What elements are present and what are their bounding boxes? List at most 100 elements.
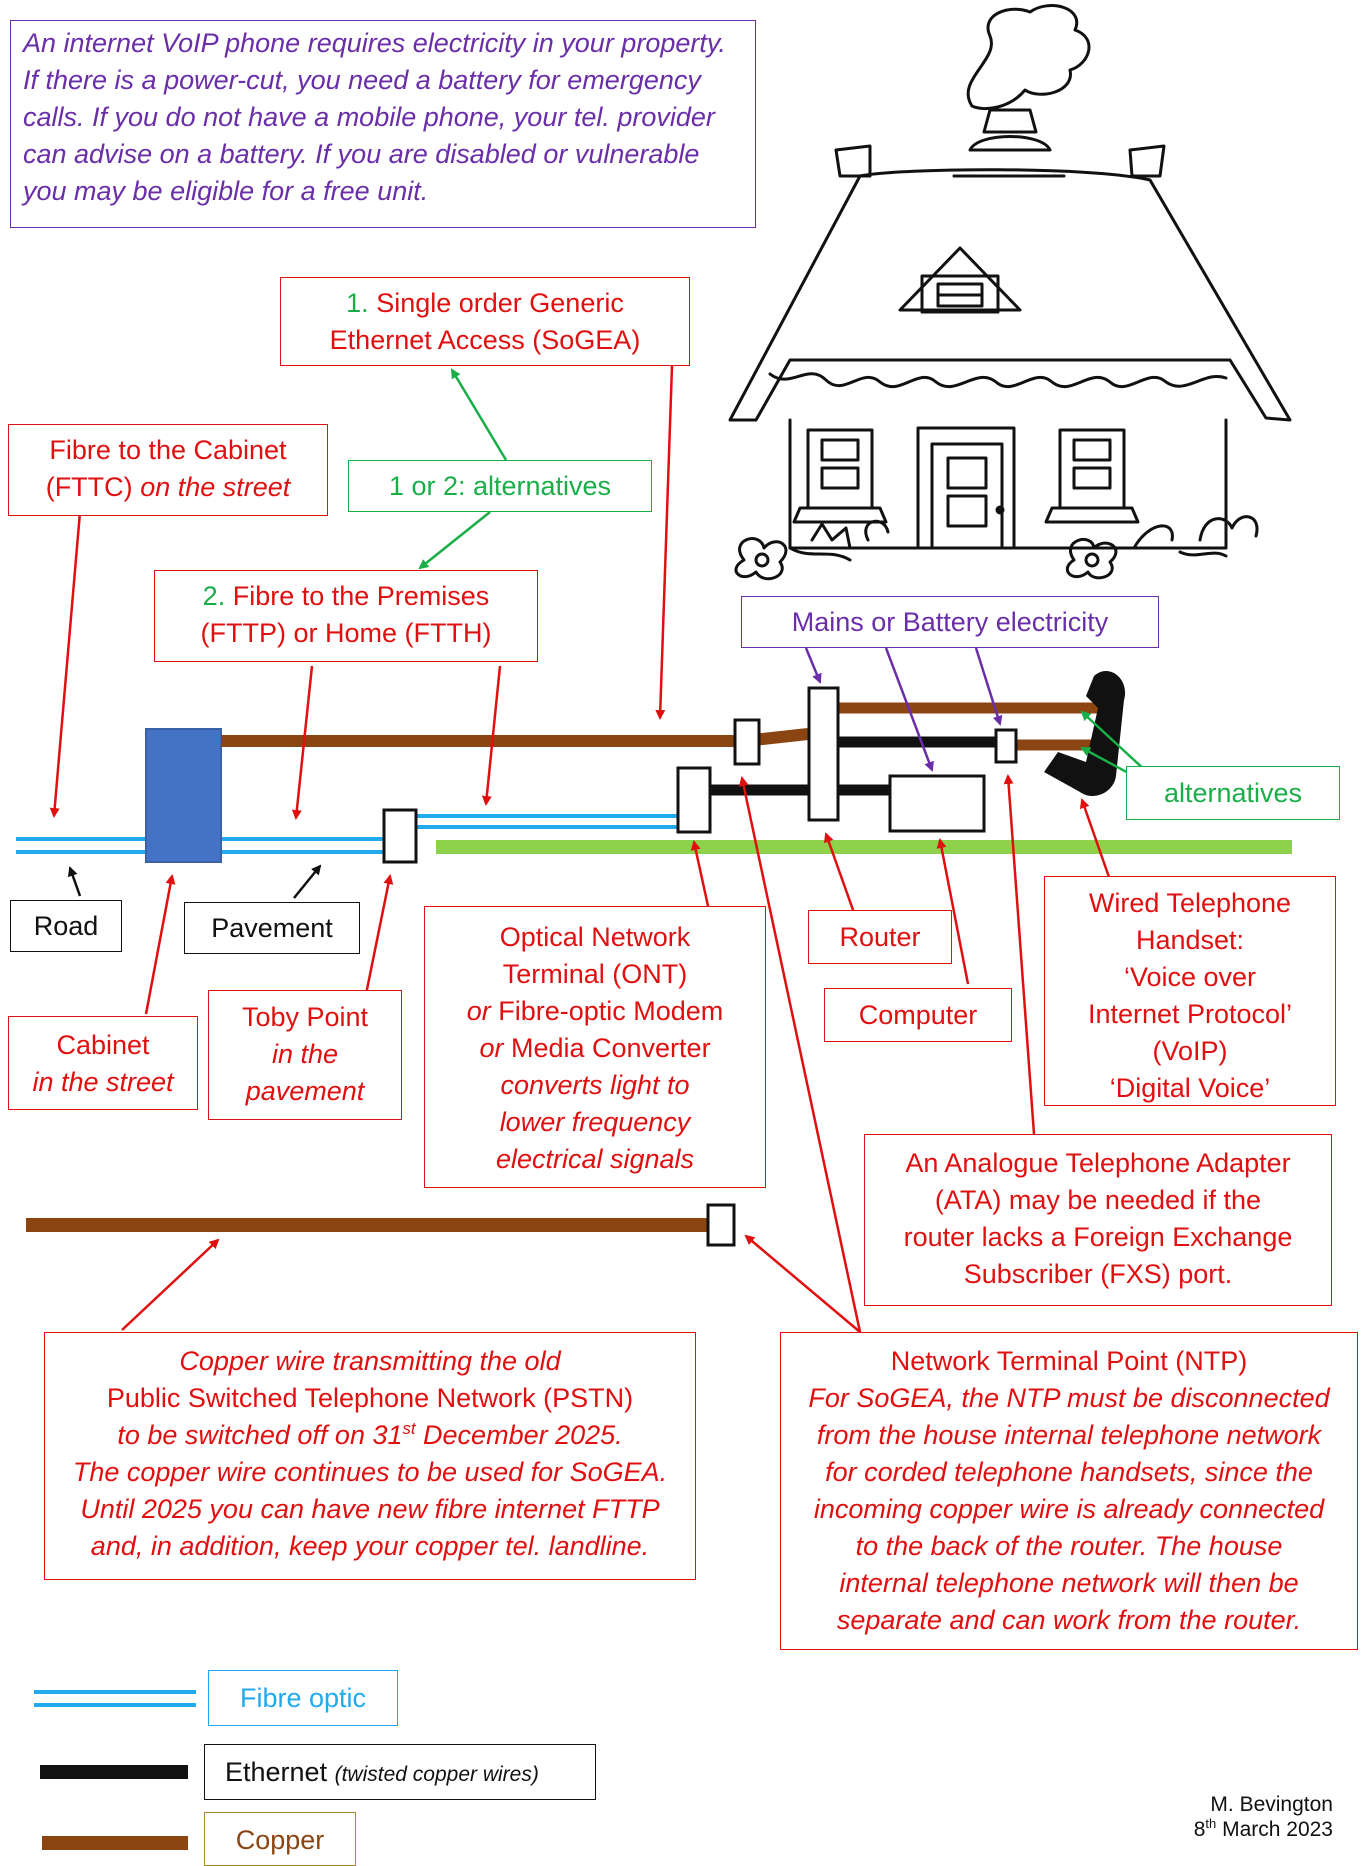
phone-alternatives-label: alternatives (1126, 766, 1340, 820)
arrow-ntp-old (744, 1234, 861, 1333)
ethernet-cables (710, 736, 996, 796)
arrow-fttp-right (481, 665, 502, 806)
road-text: Road (33, 911, 99, 941)
arrow-router (823, 832, 860, 925)
ont-box (676, 766, 712, 834)
arrow-mains-router (804, 647, 822, 684)
computer-text: Computer (858, 1000, 978, 1030)
author-date-sup: th (1205, 1816, 1217, 1831)
fttc-line1: Fibre to the Cabinet (49, 435, 287, 465)
arrow-sogea (655, 365, 674, 720)
copper-cable-sogea (221, 728, 809, 747)
ata-box (994, 728, 1018, 764)
fttc-label: Fibre to the Cabinet (FTTC) on the stree… (8, 424, 328, 516)
toby-point-box (382, 808, 418, 864)
ntp-line3: from the house internal telephone networ… (816, 1420, 1322, 1450)
ntp-line8: separate and can work from the router. (836, 1605, 1302, 1635)
pstn-line3-b: December 2025. (423, 1420, 623, 1450)
ont-label: Optical Network Terminal (ONT) or Fibre-… (424, 906, 766, 1188)
legend-copper-label: Copper (204, 1812, 356, 1866)
cabinet-line2: in the street (32, 1067, 174, 1097)
pstn-line5: Until 2025 you can have new fibre intern… (80, 1494, 660, 1524)
handset-line2: Handset: (1135, 925, 1245, 955)
ont-line3-or: or (466, 996, 491, 1026)
pstn-line1: Copper wire transmitting the old (179, 1346, 561, 1376)
alternatives-1-2-label: 1 or 2: alternatives (348, 460, 652, 512)
ntp-line7: internal telephone network will then be (839, 1568, 1299, 1598)
legend-copper-text: Copper (235, 1825, 325, 1855)
power-cut-note: An internet VoIP phone requires electric… (10, 20, 756, 228)
legend-fibre-text: Fibre optic (239, 1683, 367, 1713)
ont-line4: Media Converter (510, 1033, 711, 1063)
ata-line3: router lacks a Foreign Exchange (903, 1222, 1293, 1252)
author-date-day: 8 (1193, 1818, 1206, 1841)
legend-ethernet-note: (twisted copper wires) (334, 1763, 539, 1786)
telephone-handset-icon (1044, 671, 1126, 797)
ont-line4-or: or (479, 1033, 504, 1063)
ont-line1: Optical Network (499, 922, 691, 952)
toby-line2: in the (271, 1039, 339, 1069)
legend-fibre-label: Fibre optic (208, 1670, 398, 1726)
street-cabinet (145, 728, 222, 863)
ata-line1: An Analogue Telephone Adapter (905, 1148, 1291, 1178)
author-date: 8th March 2023 (1194, 1817, 1333, 1842)
author-credit: M. Bevington 8th March 2023 (1194, 1792, 1333, 1842)
ntp-line4: for corded telephone handsets, since the (825, 1457, 1313, 1487)
phone-alternatives-text: alternatives (1163, 778, 1303, 808)
ata-label: An Analogue Telephone Adapter (ATA) may … (864, 1134, 1332, 1306)
pstn-line2: Public Switched Telephone Network (PSTN) (106, 1383, 634, 1413)
arrow-ata (1003, 774, 1036, 1135)
house-drawing (728, 4, 1292, 581)
sogea-line1: Single order Generic (376, 288, 624, 318)
handset-line1: Wired Telephone (1088, 888, 1292, 918)
handset-line4: Internet Protocol’ (1087, 999, 1293, 1029)
pstn-line3-a: to be switched off on 31 (117, 1420, 403, 1450)
fttc-line2-plain: (FTTC) (45, 472, 133, 502)
toby-line3: pavement (245, 1076, 365, 1106)
router-text: Router (839, 922, 921, 952)
arrow-road (67, 866, 82, 897)
pstn-copper-wire (26, 1218, 716, 1232)
arrow-cabinet (144, 874, 176, 1015)
ata-line2: (ATA) may be needed if the (934, 1185, 1262, 1215)
handset-line6: ‘Digital Voice’ (1109, 1073, 1271, 1103)
fibre-cable-street (16, 814, 678, 854)
cabinet-label: Cabinet in the street (8, 1016, 198, 1110)
router-box (807, 686, 840, 822)
pstn-line4: The copper wire continues to be used for… (72, 1457, 668, 1487)
arrows (49, 365, 1161, 1333)
handset-label: Wired Telephone Handset: ‘Voice over Int… (1044, 876, 1336, 1106)
arrow-pavement (293, 864, 322, 899)
ont-line5: converts light to (500, 1070, 690, 1100)
pstn-line3-sup: st (402, 1419, 416, 1438)
toby-point-label: Toby Point in the pavement (208, 990, 402, 1120)
arrow-handset (1079, 798, 1112, 881)
arrow-fttc (49, 511, 82, 818)
legend-copper-line (42, 1836, 188, 1850)
author-name: M. Bevington (1210, 1793, 1333, 1816)
handset-line3: ‘Voice over (1123, 962, 1257, 992)
fttp-line2: (FTTP) or Home (FTTH) (200, 618, 492, 648)
ont-line6: lower frequency (499, 1107, 691, 1137)
toby-line1: Toby Point (241, 1002, 369, 1032)
computer-label: Computer (824, 988, 1012, 1042)
arrow-mains-ata (974, 647, 1003, 726)
fttp-number: 2. (202, 581, 226, 611)
arrow-alternatives-down (418, 511, 491, 570)
arrow-fttp-left (291, 665, 314, 820)
arrow-mains-computer (884, 647, 934, 772)
pstn-line6: and, in addition, keep your copper tel. … (90, 1531, 650, 1561)
road-label: Road (10, 900, 122, 952)
grass-strip (436, 840, 1292, 854)
legend-ethernet-label: Ethernet (twisted copper wires) (204, 1744, 596, 1800)
cables (16, 671, 1292, 1247)
sogea-label: 1. Single order Generic Ethernet Access … (280, 277, 690, 366)
alternatives-1-2-text: 1 or 2: alternatives (388, 471, 612, 501)
ont-line7: electrical signals (495, 1144, 695, 1174)
router-label: Router (808, 910, 952, 964)
computer-box (888, 774, 986, 833)
old-ntp-box (706, 1203, 736, 1247)
pstn-label: Copper wire transmitting the old Public … (44, 1332, 696, 1580)
arrow-ntp-new (738, 776, 862, 1333)
